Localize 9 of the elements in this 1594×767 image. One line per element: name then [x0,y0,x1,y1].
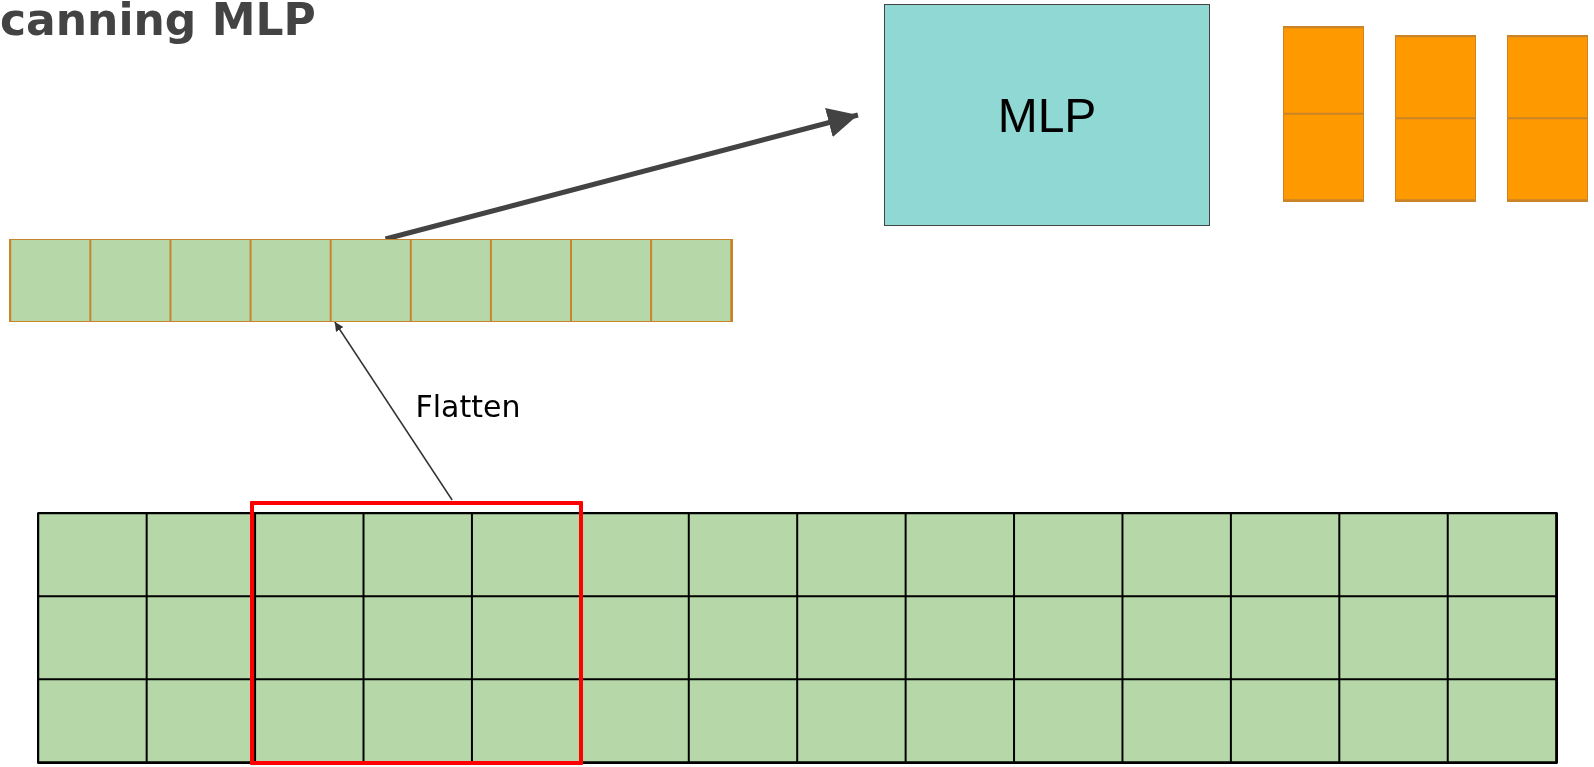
slide-title: canning MLP [0,0,316,45]
box-label: MLP [997,87,1097,143]
output-bar [1507,35,1588,202]
vector-bar [9,239,733,322]
scan-window [250,501,583,765]
arrow [334,321,453,501]
mlp-box [884,4,1210,226]
output-bar [1395,35,1476,202]
output-bar [1283,26,1364,202]
